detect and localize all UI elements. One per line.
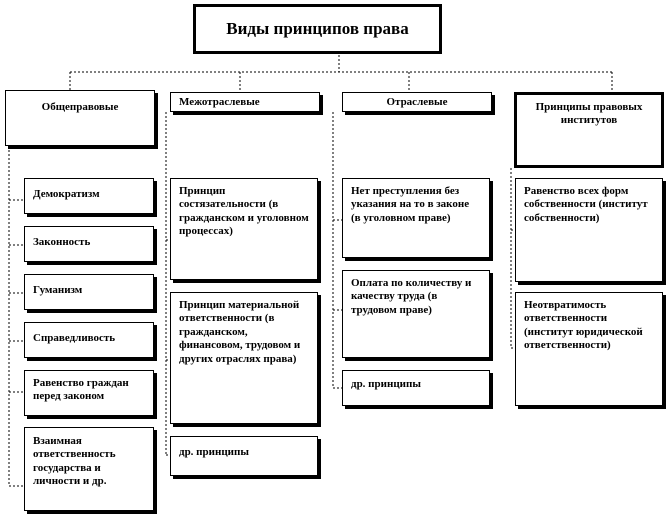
item-text: Нет преступления без указания на то в за… xyxy=(351,185,470,224)
diagram-title: Виды принципов права xyxy=(193,4,442,54)
item-text: Оплата по количеству и качеству труда (в… xyxy=(351,277,472,316)
item-text: Равенство всех форм собственности (инсти… xyxy=(524,185,648,224)
category-general-label: Общеправовые xyxy=(41,101,119,113)
category-intersectoral-label: Межотраслевые xyxy=(179,96,260,108)
institutional-item-inevitability: Неотвратимость ответственности (институт… xyxy=(515,292,663,406)
general-item-democracy: Демократизм xyxy=(24,178,154,214)
item-text: Принцип материальной ответственности (в … xyxy=(179,299,301,365)
item-text: Равенство граждан перед законом xyxy=(33,377,129,403)
general-item-justice: Справедливость xyxy=(24,322,154,358)
intersectoral-item-other: др. принципы xyxy=(170,436,318,476)
intersectoral-item-liability: Принцип материальной ответственности (в … xyxy=(170,292,318,424)
category-institutional: Принципы правовых институтов xyxy=(514,92,664,168)
item-text: Справедливость xyxy=(33,332,116,344)
diagram-title-text: Виды принципов права xyxy=(226,18,409,38)
item-text: Законность xyxy=(33,236,91,248)
item-text: др. принципы xyxy=(179,446,249,458)
general-item-equality: Равенство граждан перед законом xyxy=(24,370,154,416)
item-text: Принцип состязательности (в гражданском … xyxy=(179,185,309,238)
category-sectoral-label: Отраслевые xyxy=(386,96,448,108)
item-text: др. принципы xyxy=(351,378,421,390)
general-item-legality: Законность xyxy=(24,226,154,262)
category-intersectoral: Межотраслевые xyxy=(170,92,320,112)
category-general: Общеправовые xyxy=(5,90,155,146)
institutional-item-property-equality: Равенство всех форм собственности (инсти… xyxy=(515,178,663,282)
intersectoral-item-adversarial: Принцип состязательности (в гражданском … xyxy=(170,178,318,280)
item-text: Взаимная ответственность государства и л… xyxy=(33,435,116,488)
sectoral-item-other: др. принципы xyxy=(342,370,490,406)
sectoral-item-labor-pay: Оплата по количеству и качеству труда (в… xyxy=(342,270,490,358)
general-item-mutual-responsibility: Взаимная ответственность государства и л… xyxy=(24,427,154,511)
item-text: Гуманизм xyxy=(33,284,83,296)
category-sectoral: Отраслевые xyxy=(342,92,492,112)
general-item-humanism: Гуманизм xyxy=(24,274,154,310)
item-text: Неотвратимость ответственности (институт… xyxy=(524,299,643,352)
item-text: Демократизм xyxy=(33,188,100,200)
sectoral-item-no-crime: Нет преступления без указания на то в за… xyxy=(342,178,490,258)
category-institutional-label: Принципы правовых институтов xyxy=(535,101,643,127)
